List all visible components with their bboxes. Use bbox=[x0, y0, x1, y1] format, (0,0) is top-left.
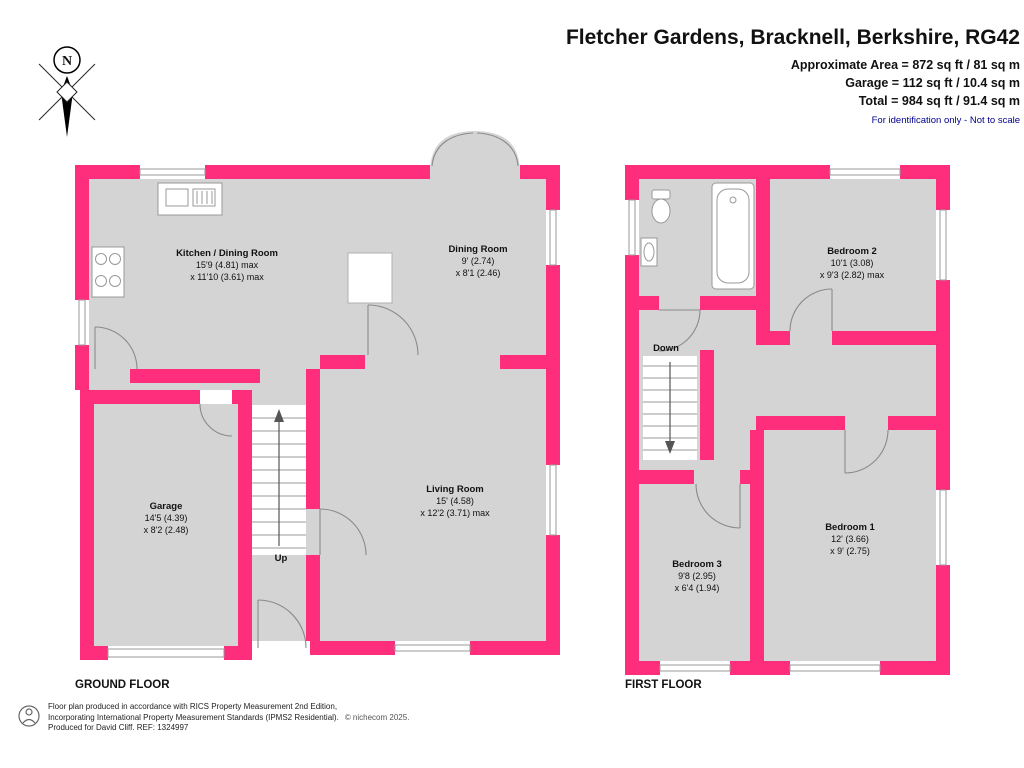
first-floor-windows bbox=[628, 168, 947, 672]
stairs-down-label: Down bbox=[653, 343, 679, 354]
garage-name: Garage bbox=[150, 501, 183, 512]
first-floor-doors bbox=[658, 288, 889, 529]
bedroom3-dim2: x 6'4 (1.94) bbox=[675, 583, 720, 593]
footer: Floor plan produced in accordance with R… bbox=[18, 702, 409, 734]
bedroom1-dim2: x 9' (2.75) bbox=[830, 546, 870, 556]
identification-disclaimer: For identification only - Not to scale bbox=[871, 115, 1020, 126]
bedroom1-name: Bedroom 1 bbox=[825, 522, 875, 533]
down-arrow-icon bbox=[665, 441, 675, 454]
first-floor-label: FIRST FLOOR bbox=[625, 679, 702, 691]
bedroom1-dim1: 12' (3.66) bbox=[831, 534, 869, 544]
ground-floor-doors bbox=[94, 304, 419, 649]
garage-dim1: 14'5 (4.39) bbox=[145, 513, 188, 523]
living-dim2: x 12'2 (3.71) max bbox=[420, 508, 490, 518]
bedroom2-dim2: x 9'3 (2.82) max bbox=[820, 270, 885, 280]
stairs-down bbox=[643, 356, 697, 460]
first-floor-plan: Bedroom 2 10'1 (3.08) x 9'3 (2.82) max B… bbox=[625, 165, 950, 691]
page-title: Fletcher Gardens, Bracknell, Berkshire, … bbox=[565, 26, 1020, 49]
nichecom-logo-icon bbox=[18, 705, 40, 727]
room-label-garage: Garage 14'5 (4.39) x 8'2 (2.48) bbox=[144, 501, 189, 535]
ground-floor-windows bbox=[78, 168, 557, 658]
garage-dim2: x 8'2 (2.48) bbox=[144, 525, 189, 535]
room-label-bedroom1: Bedroom 1 12' (3.66) x 9' (2.75) bbox=[825, 522, 875, 556]
basin-icon bbox=[640, 237, 658, 267]
compass-north-label: N bbox=[62, 54, 72, 69]
kitchen-dim2: x 11'10 (3.61) max bbox=[190, 272, 264, 282]
ground-floor-areas bbox=[89, 131, 546, 646]
room-label-bedroom3: Bedroom 3 9'8 (2.95) x 6'4 (1.94) bbox=[672, 559, 722, 593]
kitchen-sink-icon bbox=[157, 182, 223, 216]
bathtub-icon bbox=[711, 182, 755, 290]
ground-floor-plan: Kitchen / Dining Room 15'9 (4.81) max x … bbox=[75, 131, 560, 691]
room-label-dining: Dining Room 9' (2.74) x 8'1 (2.46) bbox=[448, 244, 507, 278]
bedroom3-dim1: 9'8 (2.95) bbox=[678, 571, 716, 581]
footer-text: Floor plan produced in accordance with R… bbox=[48, 702, 409, 734]
compass-rose-icon: N bbox=[38, 46, 96, 137]
dining-dim2: x 8'1 (2.46) bbox=[456, 268, 501, 278]
stairs-up bbox=[252, 405, 306, 555]
chimney-breast bbox=[347, 252, 393, 304]
footer-copyright: © nichecom 2025. bbox=[344, 712, 410, 722]
dining-dim1: 9' (2.74) bbox=[462, 256, 495, 266]
footer-line2-text: Incorporating International Property Mea… bbox=[48, 712, 339, 722]
footer-line2: Incorporating International Property Mea… bbox=[48, 713, 409, 724]
living-name: Living Room bbox=[426, 484, 484, 495]
room-label-kitchen: Kitchen / Dining Room 15'9 (4.81) max x … bbox=[176, 248, 278, 282]
ground-floor-label: GROUND FLOOR bbox=[75, 679, 170, 691]
garage-area: Garage = 112 sq ft / 10.4 sq m bbox=[845, 76, 1020, 90]
toilet-icon bbox=[651, 189, 671, 224]
kitchen-name: Kitchen / Dining Room bbox=[176, 248, 278, 259]
bedroom2-name: Bedroom 2 bbox=[827, 246, 877, 257]
stove-icon bbox=[91, 246, 125, 298]
room-label-bedroom2: Bedroom 2 10'1 (3.08) x 9'3 (2.82) max bbox=[820, 246, 885, 280]
total-area: Total = 984 sq ft / 91.4 sq m bbox=[858, 94, 1020, 108]
footer-line3: Produced for David Cliff. REF: 1324997 bbox=[48, 723, 189, 732]
kitchen-dim1: 15'9 (4.81) max bbox=[196, 260, 259, 270]
stairs-up-label: Up bbox=[275, 553, 288, 564]
ground-floor-walls bbox=[75, 165, 560, 660]
footer-line1: Floor plan produced in accordance with R… bbox=[48, 702, 338, 711]
living-dim1: 15' (4.58) bbox=[436, 496, 474, 506]
bedroom2-dim1: 10'1 (3.08) bbox=[831, 258, 874, 268]
dining-name: Dining Room bbox=[448, 244, 507, 255]
header: Fletcher Gardens, Bracknell, Berkshire, … bbox=[566, 26, 1020, 126]
up-arrow-icon bbox=[274, 409, 284, 422]
approximate-area: Approximate Area = 872 sq ft / 81 sq m bbox=[790, 58, 1020, 72]
room-label-living: Living Room 15' (4.58) x 12'2 (3.71) max bbox=[420, 484, 490, 518]
bedroom3-name: Bedroom 3 bbox=[672, 559, 722, 570]
first-floor-walls bbox=[625, 165, 950, 675]
